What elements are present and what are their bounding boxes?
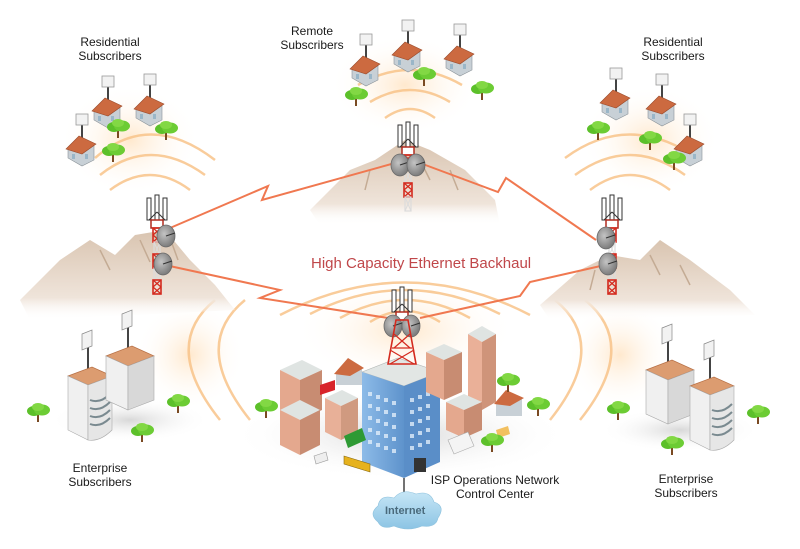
backhaul-left-to-center	[164, 264, 389, 319]
car-icon	[313, 451, 329, 465]
control-center-city	[230, 286, 570, 500]
label-line: Remote	[290, 24, 334, 38]
backhaul-right-to-center	[419, 264, 606, 319]
microwave-dish-icon	[596, 226, 616, 250]
bus-icon	[320, 380, 335, 395]
backhaul-remote-to-right	[419, 162, 597, 241]
microwave-dish-icon	[153, 252, 173, 276]
label-line: Subscribers	[68, 475, 132, 489]
label-line: Control Center	[455, 487, 535, 501]
label-line: Residential	[80, 35, 140, 49]
label-line: Residential	[643, 35, 703, 49]
label-residential-right: Residential Subscribers	[618, 35, 728, 63]
label-line: ISP Operations Network	[430, 473, 560, 487]
label-line: Subscribers	[654, 486, 718, 500]
label-enterprise-right: Enterprise Subscribers	[636, 472, 736, 500]
house-icon	[334, 358, 364, 385]
building	[446, 394, 482, 438]
label-line: Enterprise	[658, 472, 714, 486]
cloud-icon	[372, 491, 442, 530]
microwave-dish-icon	[406, 153, 426, 177]
label-enterprise-left: Enterprise Subscribers	[50, 461, 150, 489]
backhaul-left-to-remote	[169, 162, 396, 229]
label-internet: Internet	[385, 505, 426, 517]
mountain-right	[540, 240, 755, 320]
truck-icon	[344, 428, 366, 448]
label-line: Enterprise	[72, 461, 128, 475]
backhaul-links	[164, 162, 606, 319]
building	[468, 326, 496, 410]
car-icon	[496, 426, 510, 438]
backhaul-label: High Capacity Ethernet Backhaul	[311, 255, 532, 272]
enterprise-right-cluster	[600, 323, 771, 456]
building	[280, 400, 320, 455]
label-line: Subscribers	[78, 49, 142, 63]
building	[426, 344, 462, 400]
mountain-left	[20, 230, 235, 320]
label-residential-left: Residential Subscribers	[55, 35, 165, 63]
label-control-center: ISP Operations Network Control Center	[425, 473, 565, 501]
cell-tower-center	[383, 286, 421, 365]
hq-building	[361, 357, 441, 478]
house-icon	[494, 390, 524, 416]
microwave-dish-icon	[156, 224, 176, 248]
label-remote: Remote Subscribers	[262, 24, 362, 52]
label-line: Subscribers	[280, 38, 344, 52]
label-line: Subscribers	[641, 49, 705, 63]
microwave-dish-icon	[598, 252, 618, 276]
building	[325, 390, 358, 440]
bus-icon	[343, 455, 371, 473]
enterprise-left-cluster	[26, 309, 210, 443]
microwave-dish-icon	[390, 153, 410, 177]
truck-icon	[447, 431, 475, 455]
